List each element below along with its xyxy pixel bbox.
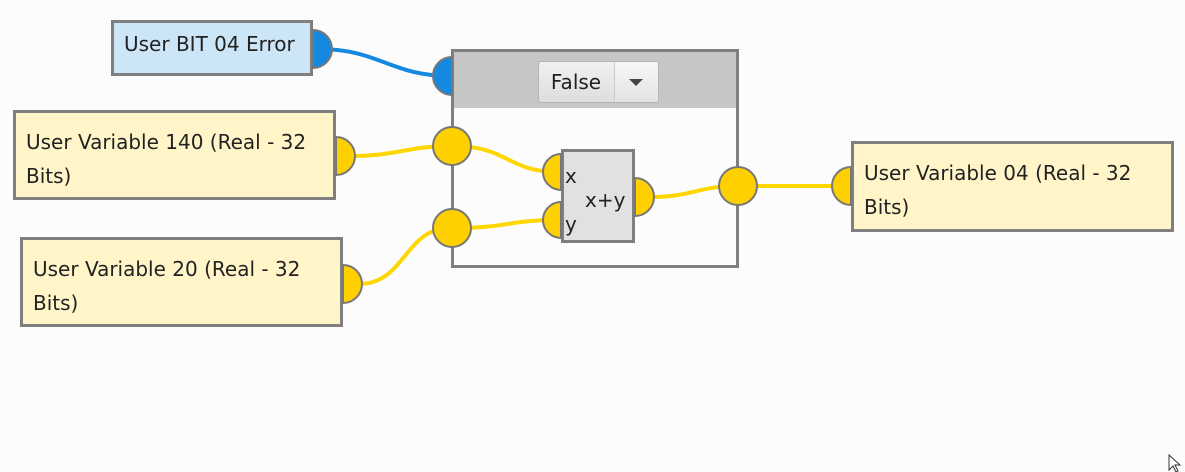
add-port-x-label: x — [565, 164, 577, 188]
selector-value: False — [550, 70, 602, 94]
node-label: User Variable 20 (Real - 32 Bits) — [33, 257, 301, 315]
node-user-bit-04-error[interactable]: User BIT 04 Error — [111, 20, 313, 76]
node-label: User BIT 04 Error — [124, 32, 295, 56]
dropdown-button[interactable] — [614, 62, 658, 102]
node-user-variable-04[interactable]: User Variable 04 (Real - 32 Bits) — [851, 141, 1174, 232]
node-user-variable-140[interactable]: User Variable 140 (Real - 32 Bits) — [13, 110, 336, 200]
chevron-down-icon — [629, 79, 643, 86]
node-user-variable-20[interactable]: User Variable 20 (Real - 32 Bits) — [20, 237, 343, 327]
wire-bit-to-selector[interactable] — [316, 47, 452, 78]
node-label: User Variable 04 (Real - 32 Bits) — [864, 161, 1132, 219]
node-label: User Variable 140 (Real - 32 Bits) — [26, 130, 307, 188]
wire-var20-to-selector[interactable] — [357, 226, 452, 286]
add-block[interactable]: x y x+y — [561, 149, 635, 243]
wire-var140-to-selector[interactable] — [350, 144, 452, 158]
selector-dropdown[interactable]: False — [538, 61, 659, 103]
selector-header: False — [454, 52, 736, 108]
add-operation-label: x+y — [585, 188, 626, 212]
add-port-y-label: y — [565, 212, 577, 236]
selector-block[interactable]: False — [451, 49, 739, 268]
